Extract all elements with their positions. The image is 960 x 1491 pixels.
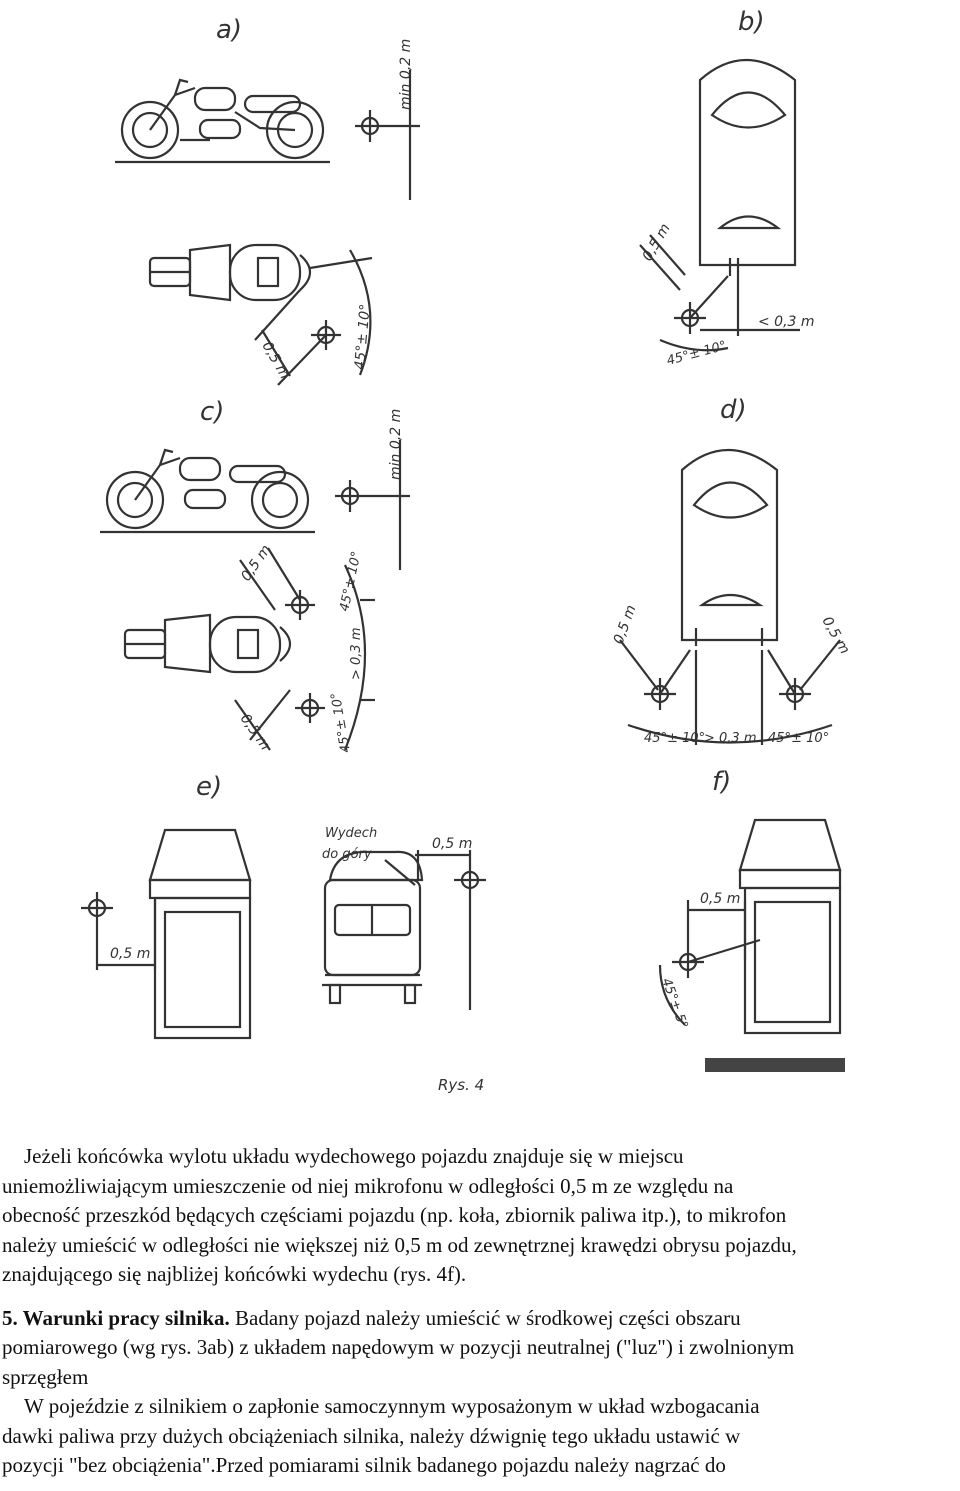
- para3-line1: W pojeździe z silnikiem o zapłonie samoc…: [24, 1394, 760, 1418]
- motorcycle-top-c: [123, 613, 292, 674]
- dim-e-05-top: 0,5 m: [432, 836, 472, 852]
- dim-c-min: min 0,2 m: [388, 409, 404, 480]
- dim-a-angle: 45°± 10°: [352, 303, 374, 370]
- para3-line3: pozycji "bez obciążenia".Przed pomiarami…: [2, 1453, 726, 1477]
- dim-a-05: 0,5 m: [259, 339, 293, 382]
- body-text: Jeżeli końcówka wylotu układu wydechoweg…: [2, 1142, 958, 1481]
- motorcycle-top-a: [148, 243, 312, 302]
- dim-d-05-left: 0,5 m: [611, 603, 640, 646]
- panel-label-e: e): [196, 772, 222, 802]
- dim-a-min: min 0,2 m: [398, 39, 414, 110]
- dim-c-05-top: 0,5 m: [238, 542, 274, 584]
- panel-label-c: c): [200, 397, 224, 427]
- dim-d-angle-left: 45°± 10°: [644, 731, 705, 746]
- truck-rear-e: [148, 828, 252, 1040]
- dim-b-03: < 0,3 m: [758, 314, 815, 330]
- dim-f-angle: 45°± 5°: [658, 976, 690, 1031]
- para1-line2: uniemożliwiającym umieszczenie od niej m…: [2, 1173, 734, 1198]
- para1-line3: obecność przeszkód będących częściami po…: [2, 1203, 787, 1227]
- dim-f-05: 0,5 m: [700, 891, 740, 907]
- dim-d-03: > 0,3 m: [704, 731, 757, 746]
- para1-line5: znajdującego się najbliżej końcówki wyde…: [2, 1262, 467, 1286]
- section5-line2: pomiarowego (wg rys. 3ab) z układem napę…: [2, 1335, 795, 1359]
- dim-c-angle-bot: 45°± 10°: [329, 691, 354, 754]
- section5-heading: 5. Warunki pracy silnika.: [2, 1305, 230, 1330]
- para1-line1: Jeżeli końcówka wylotu układu wydechoweg…: [24, 1144, 684, 1168]
- dim-d-05-right: 0,5 m: [819, 614, 853, 657]
- code-stamp-strip: [705, 1058, 845, 1072]
- dim-c-angle-top: 45°± 10°: [337, 550, 364, 613]
- section5-text: Badany pojazd należy umieścić w środkowe…: [229, 1305, 741, 1330]
- section5-line1: 5. Warunki pracy silnika. Badany pojazd …: [2, 1304, 958, 1334]
- panel-label-d: d): [720, 395, 747, 425]
- car-top-b: [698, 59, 797, 276]
- motorcycle-side-c: [100, 448, 315, 534]
- panel-label-f: f): [712, 767, 731, 797]
- panel-label-b: b): [738, 7, 765, 37]
- microphone-a-side: [355, 110, 385, 142]
- car-top-d: [680, 449, 779, 646]
- dim-d-angle-right: 45°± 10°: [768, 731, 829, 746]
- bus-rear-e: [322, 850, 424, 1005]
- panel-label-a: a): [216, 15, 242, 45]
- dim-c-03: > 0,3 m: [349, 628, 364, 681]
- motorcycle-side-a: [115, 78, 330, 164]
- figure-caption: Rys. 4: [438, 1076, 484, 1094]
- para3-line2: dawki paliwa przy dużych obciążeniach si…: [2, 1423, 741, 1448]
- dim-b-angle: 45°± 10°: [665, 339, 728, 369]
- section5-line3: sprzęgłem: [2, 1364, 89, 1389]
- technical-figure: a) min 0,2 m 0,5 m 45°± 10° b): [81, 7, 853, 1094]
- truck-rear-f: [738, 818, 842, 1035]
- dim-e-05-left: 0,5 m: [110, 946, 150, 962]
- dim-e-do-gory: do góry: [322, 847, 372, 862]
- dim-e-wydech: Wydech: [325, 826, 377, 841]
- para1-line4: należy umieścić w odległości nie większe…: [2, 1232, 797, 1257]
